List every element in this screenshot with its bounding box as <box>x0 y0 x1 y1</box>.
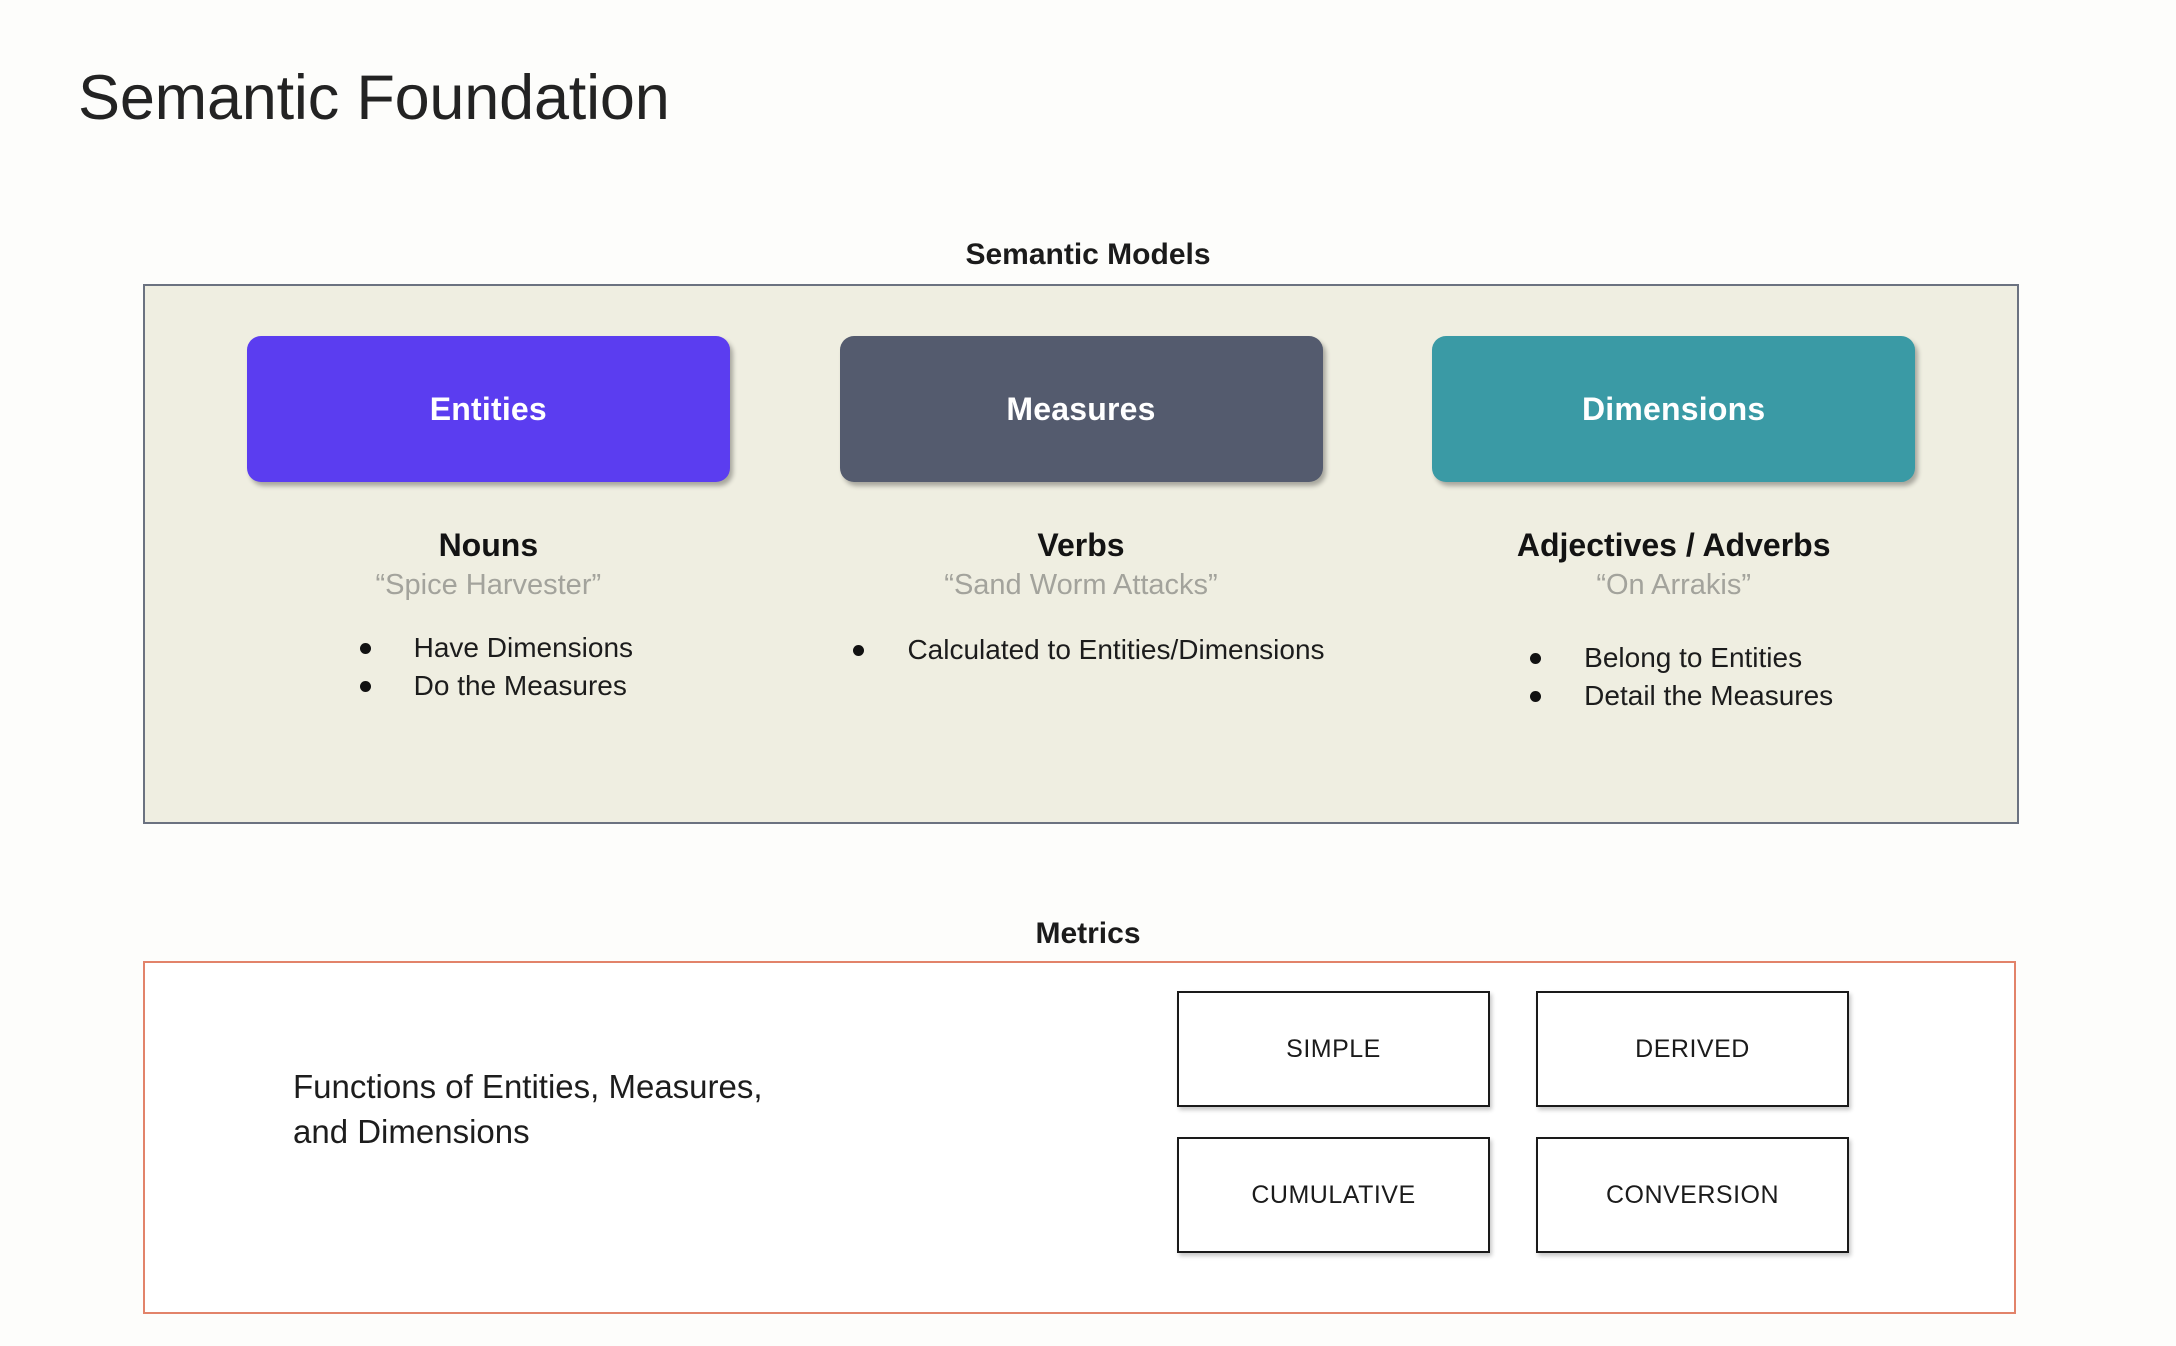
entities-part-of-speech: Nouns <box>438 527 539 563</box>
metric-box-conversion[interactable]: CONVERSION <box>1536 1137 1849 1253</box>
metrics-type-grid: SIMPLE DERIVED CUMULATIVE CONVERSION <box>1177 991 1849 1253</box>
page-title: Semantic Foundation <box>78 63 670 133</box>
dimensions-bullet-list: Belong to Entities Detail the Measures <box>1514 640 1833 716</box>
measures-card[interactable]: Measures <box>839 336 1323 482</box>
list-item: Calculated to Entities/Dimensions <box>837 632 1325 668</box>
metric-box-cumulative[interactable]: CUMULATIVE <box>1177 1137 1490 1253</box>
dimensions-card[interactable]: Dimensions <box>1432 336 1916 482</box>
metrics-description-line-2: and Dimensions <box>293 1112 530 1150</box>
list-item: Belong to Entities <box>1514 640 1833 676</box>
dimensions-part-of-speech: Adjectives / Adverbs <box>1516 527 1831 563</box>
metrics-panel: Functions of Entities, Measures, and Dim… <box>143 961 2016 1314</box>
list-item: Detail the Measures <box>1514 678 1833 714</box>
entities-bullet-list: Have Dimensions Do the Measures <box>344 630 633 706</box>
semantic-models-panel: Entities Nouns “Spice Harvester” Have Di… <box>143 284 2019 824</box>
semantic-column-entities: Entities Nouns “Spice Harvester” Have Di… <box>192 336 785 822</box>
measures-part-of-speech: Verbs <box>1037 527 1125 563</box>
metrics-description-line-1: Functions of Entities, Measures, <box>293 1068 763 1105</box>
metrics-heading: Metrics <box>1035 917 1141 950</box>
measures-example: “Sand Worm Attacks” <box>944 569 1218 601</box>
semantic-models-heading: Semantic Models <box>965 238 1211 271</box>
list-item: Do the Measures <box>344 668 633 704</box>
entities-card[interactable]: Entities <box>246 336 730 482</box>
entities-example: “Spice Harvester” <box>375 569 602 601</box>
measures-bullet-list: Calculated to Entities/Dimensions <box>837 632 1325 670</box>
semantic-column-measures: Measures Verbs “Sand Worm Attacks” Calcu… <box>785 336 1378 822</box>
dimensions-example: “On Arrakis” <box>1596 569 1752 601</box>
metrics-description: Functions of Entities, Measures, and Dim… <box>293 1065 993 1154</box>
semantic-column-dimensions: Dimensions Adjectives / Adverbs “On Arra… <box>1377 336 1970 822</box>
metric-box-derived[interactable]: DERIVED <box>1536 991 1849 1107</box>
list-item: Have Dimensions <box>344 630 633 666</box>
semantic-models-columns: Entities Nouns “Spice Harvester” Have Di… <box>145 286 2017 822</box>
metric-box-simple[interactable]: SIMPLE <box>1177 991 1490 1107</box>
